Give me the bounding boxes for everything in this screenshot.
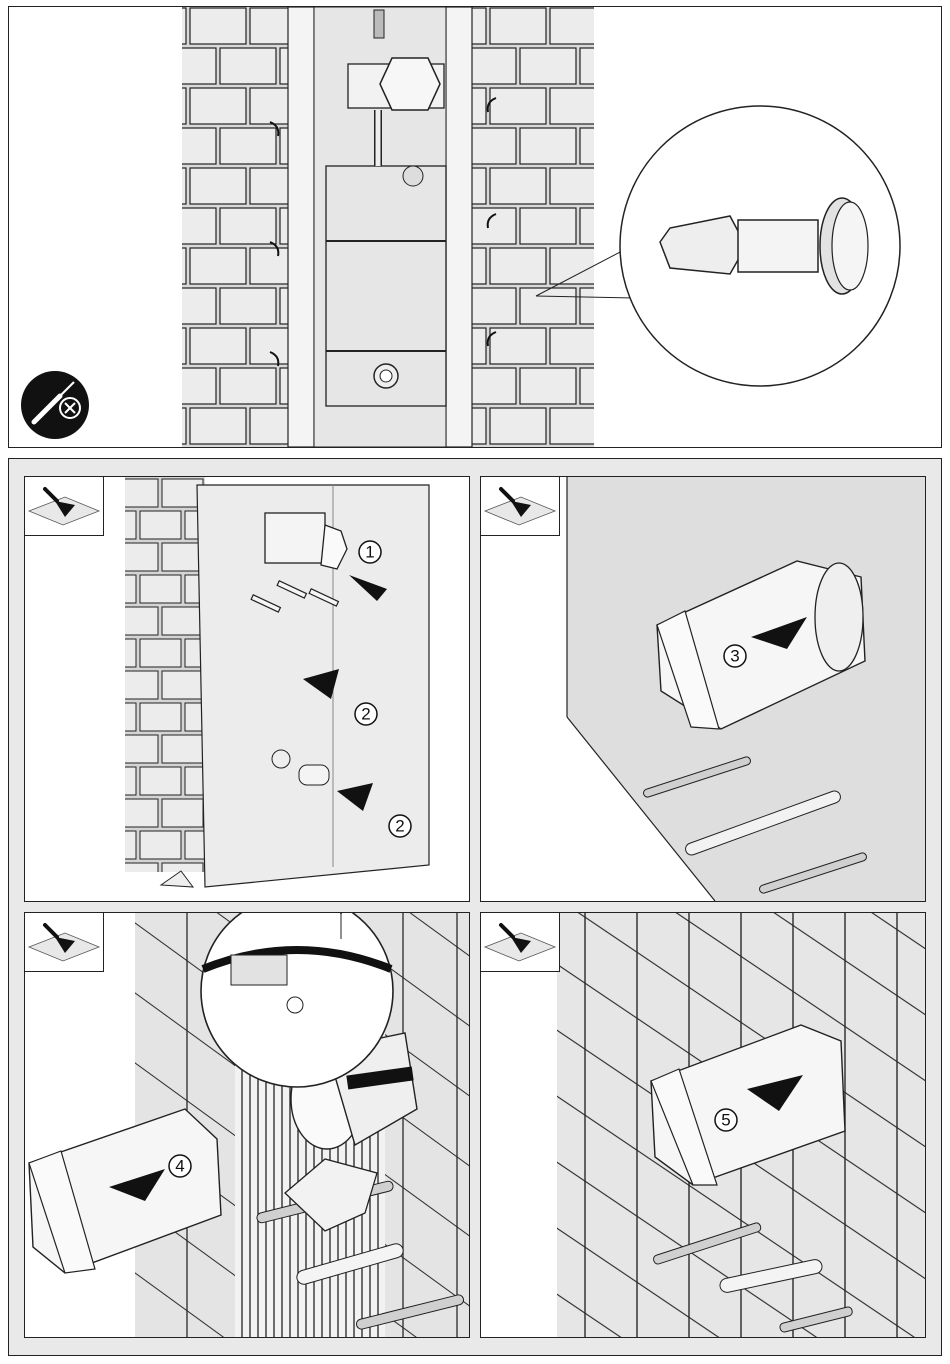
step-2a-marker: 2 — [352, 700, 380, 728]
step-5-label: 5 — [721, 1111, 730, 1130]
step-2b-marker: 2 — [386, 812, 414, 840]
step-4-label: 4 — [175, 1157, 184, 1176]
step-5-marker: 5 — [712, 1106, 740, 1134]
trowel-plaster-icon — [24, 912, 104, 972]
panel-tiled-insert — [480, 912, 926, 1338]
step-3-label: 3 — [730, 647, 739, 666]
trowel-plaster-icon — [480, 912, 560, 972]
step-2b-label: 2 — [395, 817, 404, 836]
panel-insert-cover — [480, 476, 926, 902]
step-2a-label: 2 — [361, 705, 370, 724]
trowel-plaster-icon — [24, 476, 104, 536]
top-panel — [8, 6, 942, 448]
trowel-plaster-icon — [480, 476, 560, 536]
step-3-marker: 3 — [721, 642, 749, 670]
step-4-marker: 4 — [166, 1152, 194, 1180]
step-1-marker: 1 — [356, 538, 384, 566]
panel-tiled-remove — [24, 912, 470, 1338]
step-1-label: 1 — [365, 543, 374, 562]
screwdriver-no-icon — [20, 370, 90, 440]
